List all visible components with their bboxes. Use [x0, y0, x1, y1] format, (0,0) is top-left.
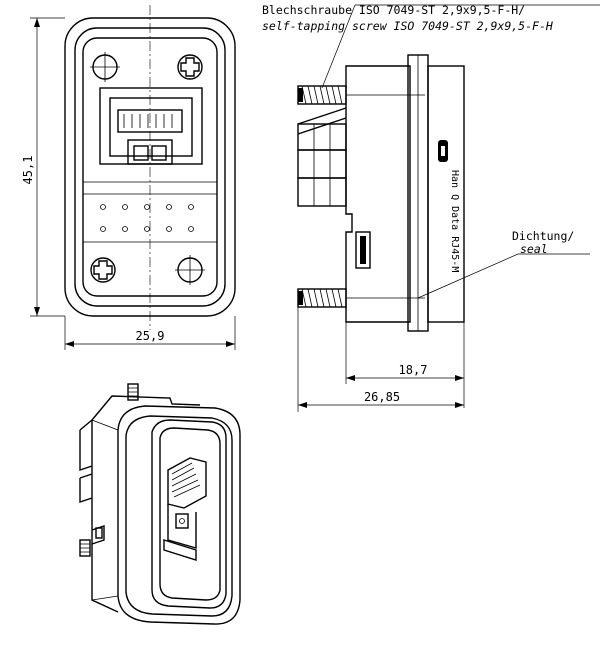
- rear-contacts: [297, 107, 347, 207]
- depth-total-label: 26,85: [364, 390, 400, 404]
- seal-label-en: seal: [520, 242, 548, 256]
- side-view: Han Q Data RJ45-M Blechschraube ISO 7049…: [262, 3, 600, 412]
- screw-head-bottom-left: [90, 257, 116, 283]
- height-dimension-label: 45,1: [21, 156, 35, 185]
- latch-window: [355, 231, 371, 269]
- product-label: Han Q Data RJ45-M: [449, 170, 460, 272]
- contact-field: [83, 181, 217, 243]
- screw-spec-de: Blechschraube ISO 7049-ST 2,9x9,5-F-H/: [262, 3, 525, 17]
- iso-rj45-jack: [163, 457, 207, 561]
- width-dimension-label: 25,9: [136, 329, 165, 343]
- mounting-hole-bottom-right: [175, 255, 205, 285]
- screw-spec-en: self-tapping screw ISO 7049-ST 2,9x9,5-F…: [262, 19, 553, 33]
- screw-head-top-right: [177, 54, 203, 80]
- harting-logo: [438, 140, 448, 162]
- depth-total-dimension: [297, 307, 464, 412]
- depth-inner-dimension: [345, 322, 465, 408]
- screw-bottom: [297, 288, 425, 308]
- seal-label-de: Dichtung/: [512, 229, 574, 243]
- front-view: 45,1 25,9: [21, 5, 236, 350]
- rj45-jack-front: [99, 87, 203, 165]
- depth-inner-label: 18,7: [399, 363, 428, 377]
- isometric-view: [79, 383, 241, 625]
- iso-screw-top: [127, 383, 139, 401]
- iso-screw-bottom: [79, 539, 91, 557]
- mounting-hole-top-left: [90, 52, 120, 82]
- screw-top: [297, 85, 425, 105]
- width-dimension: [64, 316, 236, 350]
- height-dimension: [30, 17, 65, 317]
